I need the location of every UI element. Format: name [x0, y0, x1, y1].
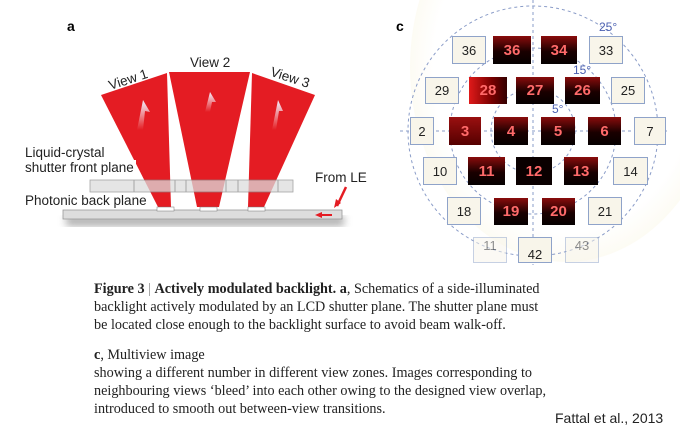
view-2-beam	[169, 72, 250, 207]
caption-line: Figure 3 | Actively modulated backlight.…	[94, 281, 540, 297]
angle-25: 25°	[599, 20, 618, 34]
view-image: 11	[468, 157, 505, 185]
citation: Fattal et al., 2013	[555, 410, 664, 426]
view-box: 7	[634, 117, 666, 145]
backlight-schematic	[62, 72, 348, 226]
view-3-beam	[248, 73, 315, 207]
view-1-beam	[101, 73, 171, 207]
caption-line: introduced to smooth out between-view tr…	[94, 401, 386, 417]
view-box: 21	[588, 197, 622, 225]
view-image: 26	[565, 77, 600, 104]
from-led-label: From LE	[315, 170, 367, 185]
shutter-front-plane	[89, 179, 294, 193]
view-2-label: View 2	[190, 55, 231, 70]
lc-label-2: shutter front plane	[25, 160, 136, 175]
view-image: 19	[494, 198, 528, 225]
view-image: 27	[516, 77, 554, 104]
panel-c-label: c	[396, 18, 404, 34]
photonic-label: Photonic back plane	[25, 193, 149, 208]
view-image: 5	[541, 117, 575, 145]
caption-line: c, Multiview image	[94, 347, 205, 363]
view-image: 6	[588, 117, 621, 145]
view-image: 36	[493, 36, 531, 64]
view-image: 12	[516, 157, 552, 185]
angle-15: 15°	[573, 63, 592, 77]
view-box: 14	[613, 157, 648, 185]
view-box: 2	[410, 117, 434, 145]
view-image: 28	[469, 77, 507, 104]
view-box: 42	[518, 237, 552, 263]
caption-line: backlight actively modulated by an LCD s…	[94, 299, 539, 315]
view-box: 43	[565, 237, 599, 263]
view-image: 20	[542, 198, 575, 225]
angle-5: 5°	[552, 102, 564, 116]
view-box: 10	[423, 157, 457, 185]
view-image: 34	[541, 36, 577, 64]
view-image: 3	[449, 117, 481, 145]
view-box: 29	[425, 77, 459, 104]
panel-a-label: a	[67, 18, 75, 34]
caption-line: showing a different number in different …	[94, 365, 532, 381]
view-image: 4	[494, 117, 528, 145]
lc-label-1: Liquid-crystal	[25, 145, 105, 160]
caption-line: neighbouring views ‘bleed’ into each oth…	[94, 383, 547, 399]
view-box: 18	[447, 197, 481, 225]
view-box: 11	[473, 237, 507, 263]
caption-line: be located close enough to the backlight…	[94, 317, 506, 333]
view-box: 33	[589, 36, 623, 64]
view-box: 36	[452, 36, 486, 64]
view-box: 25	[611, 77, 645, 104]
view-image: 13	[564, 157, 598, 185]
photonic-back-plane	[62, 209, 343, 220]
